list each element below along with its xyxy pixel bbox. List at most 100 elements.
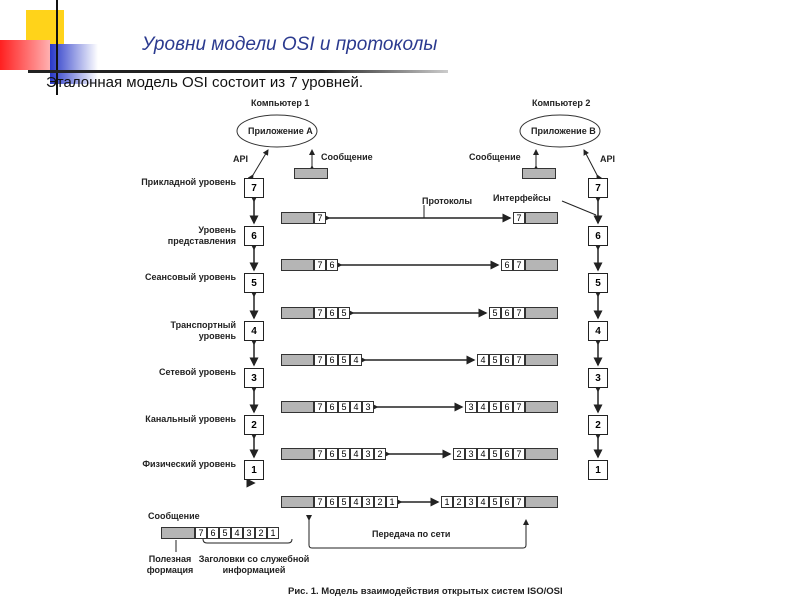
header-cell: 5 [489,448,501,460]
header-cell: 6 [501,401,513,413]
header-cell: 5 [338,496,350,508]
header-cell: 5 [338,354,350,366]
computer-1-label: Компьютер 1 [251,98,310,108]
message-right-block [522,168,556,179]
header-cell: 3 [362,496,374,508]
legend-header-cell: 7 [195,527,207,539]
layer-box-right: 5 [588,273,608,293]
header-cell: 4 [477,496,489,508]
figure-caption: Рис. 1. Модель взаимодействия открытых с… [288,586,563,597]
header-cell: 5 [489,307,501,319]
legend-header-cell: 6 [207,527,219,539]
header-cell: 3 [465,401,477,413]
header-cell: 7 [513,401,525,413]
app-a-label: Приложение A [248,126,313,136]
header-cell: 6 [326,401,338,413]
payload [525,212,558,224]
legend-header-cell: 2 [255,527,267,539]
header-cell: 5 [338,448,350,460]
payload [281,307,314,319]
layer-box-left: 1 [244,460,264,480]
header-cell: 1 [386,496,398,508]
layer-label: Сетевой уровень [158,367,236,377]
header-cell: 2 [374,448,386,460]
payload [281,401,314,413]
layer-label: Физический уровень [142,459,236,469]
payload [281,259,314,271]
layer-box-right: 2 [588,415,608,435]
slide-subtitle: Эталонная модель OSI состоит из 7 уровне… [46,74,364,91]
message-left-label: Сообщение [321,152,373,162]
legend-header-cell: 4 [231,527,243,539]
legend-header-cell: 3 [243,527,255,539]
api-right-label: API [600,154,616,164]
header-cell: 6 [326,354,338,366]
header-cell: 4 [477,448,489,460]
header-cell: 7 [513,259,525,271]
header-cell: 7 [513,212,525,224]
layer-box-left: 5 [244,273,264,293]
header-cell: 2 [374,496,386,508]
header-cell: 2 [453,496,465,508]
header-cell: 4 [477,354,489,366]
header-cell: 7 [314,401,326,413]
app-b-label: Приложение B [531,126,596,136]
header-cell: 7 [513,496,525,508]
header-cell: 6 [326,496,338,508]
header-cell: 6 [501,354,513,366]
packet-right: 7 [513,212,558,224]
header-cell: 5 [489,354,501,366]
slide-title: Уровни модели OSI и протоколы [142,34,438,55]
network-label: Передача по сети [372,529,451,539]
payload [281,354,314,366]
layer-box-left: 4 [244,321,264,341]
header-cell: 6 [501,259,513,271]
api-left-label: API [233,154,249,164]
header-cell: 7 [513,307,525,319]
layer-box-right: 4 [588,321,608,341]
header-cell: 5 [338,401,350,413]
header-cell: 7 [314,259,326,271]
header-cell: 7 [314,496,326,508]
header-cell: 7 [314,448,326,460]
title-underline [28,70,448,73]
legend-message-label: Сообщение [148,511,200,521]
header-cell: 6 [501,448,513,460]
payload [525,496,558,508]
header-cell: 6 [326,259,338,271]
header-cell: 6 [326,448,338,460]
payload [525,307,558,319]
legend-header-cell: 1 [267,527,279,539]
header-cell: 4 [350,496,362,508]
layer-box-right: 6 [588,226,608,246]
payload [281,212,314,224]
header-cell: 6 [501,307,513,319]
header-cell: 4 [350,401,362,413]
payload [525,354,558,366]
payload [281,448,314,460]
header-cell: 7 [314,307,326,319]
header-cell: 5 [489,496,501,508]
computer-2-label: Компьютер 2 [532,98,591,108]
interfaces-label: Интерфейсы [493,193,551,203]
legend-headers-label: Заголовки со служебной информацией [198,554,310,575]
header-cell: 5 [489,401,501,413]
header-cell: 3 [362,401,374,413]
header-cell: 6 [326,307,338,319]
header-cell: 4 [350,354,362,366]
payload [525,259,558,271]
layer-label: Уровень представления [167,225,236,246]
layer-label: Сеансовый уровень [145,272,236,282]
header-cell: 7 [513,448,525,460]
header-cell: 3 [362,448,374,460]
